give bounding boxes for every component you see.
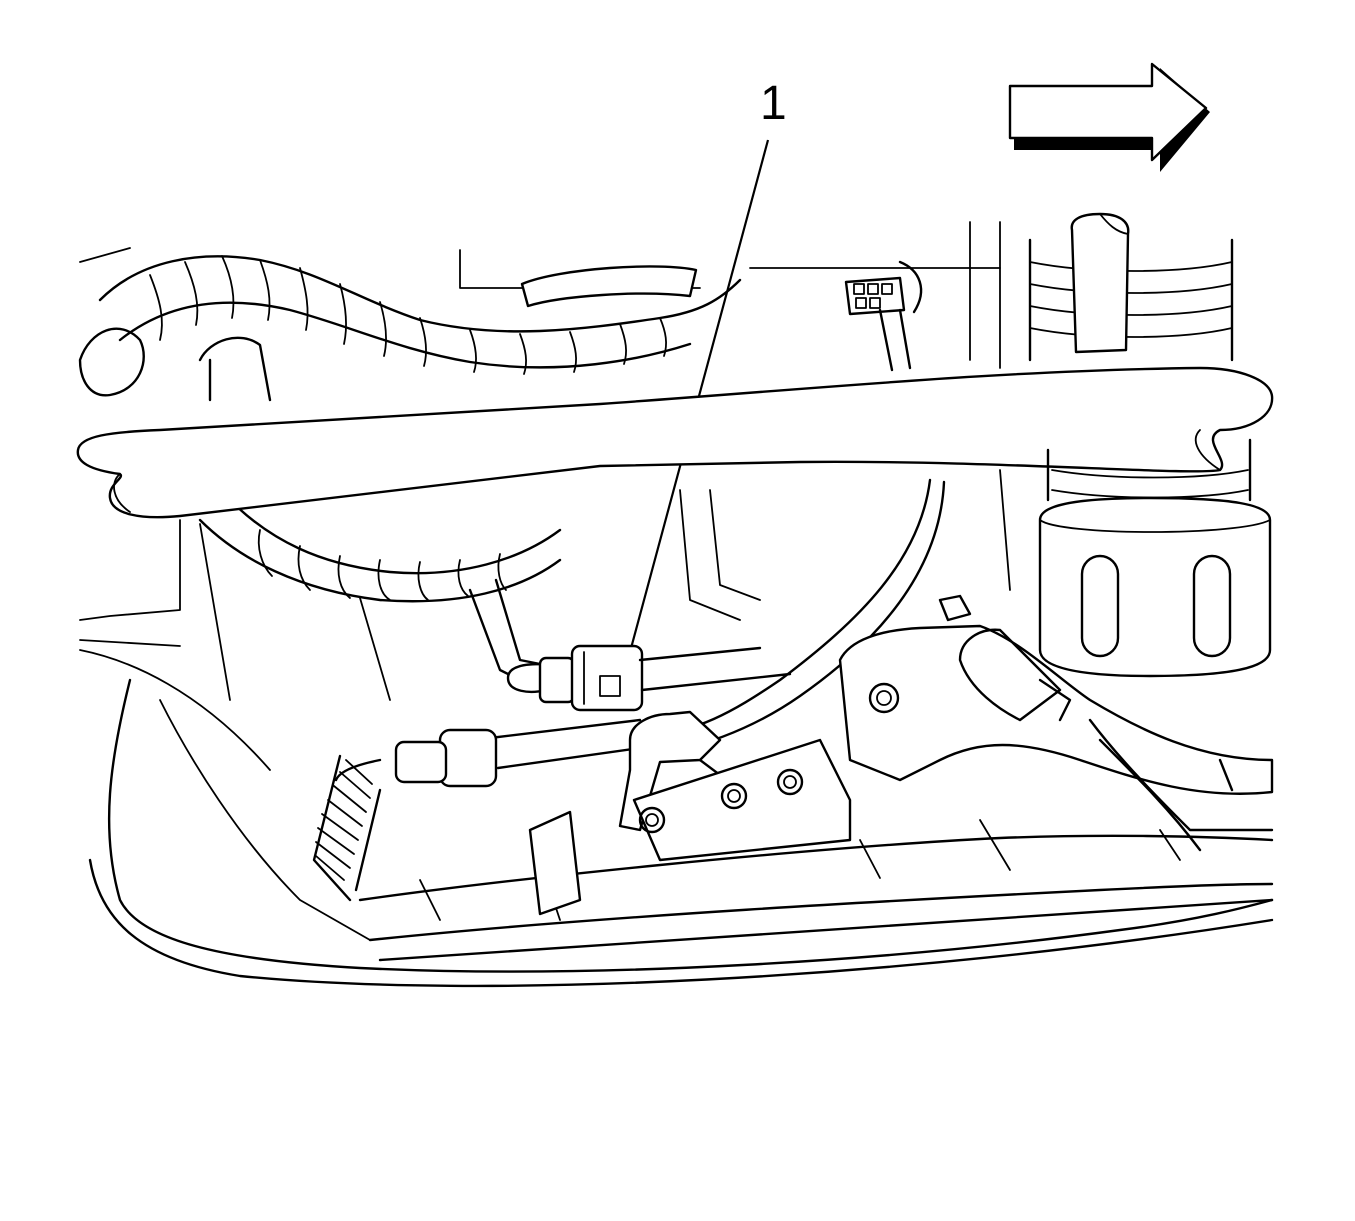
fuel-line-connector (468, 578, 792, 712)
body-outline (79, 649, 1274, 988)
mounting-bracket (632, 738, 852, 862)
background-panels (79, 221, 1011, 701)
cross-bar (76, 366, 1274, 519)
wiring-harness (78, 255, 742, 603)
electrical-connector (844, 260, 923, 372)
callout-label-1: 1 (760, 77, 787, 130)
right-arrow-icon (1008, 62, 1210, 172)
canister (1028, 212, 1272, 678)
grommet (520, 265, 698, 308)
frame-rail (358, 810, 1274, 962)
lower-fuel-pipe (312, 718, 642, 902)
